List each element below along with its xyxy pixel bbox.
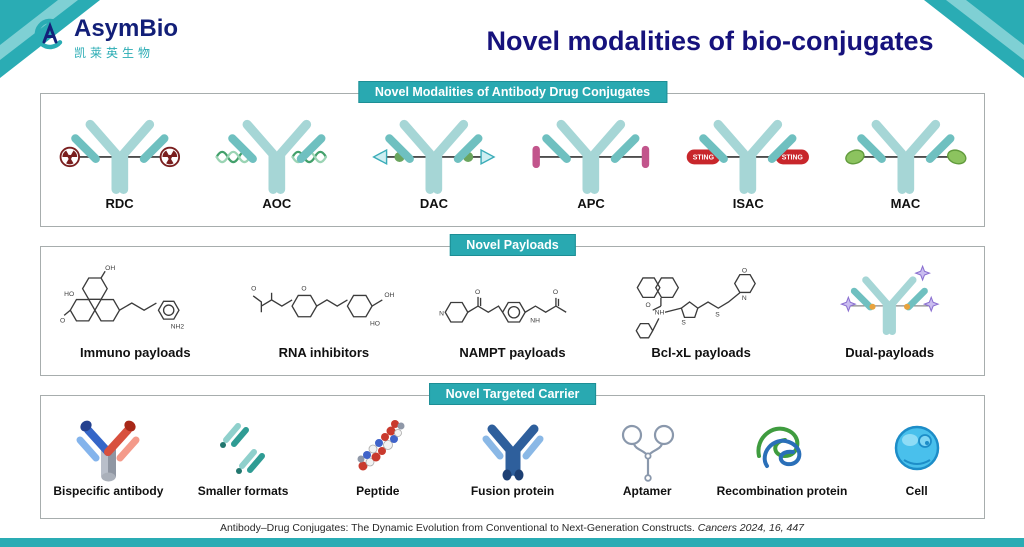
modality-apc: APC [513, 106, 670, 211]
carrier-label: Smaller formats [197, 484, 289, 498]
section-header-badge: Novel Payloads [449, 234, 576, 256]
atom-label: O [552, 289, 557, 296]
corner-decoration-top-left [0, 0, 100, 78]
apc-protein-antibody-icon [532, 106, 650, 194]
fusion-protein-icon [482, 424, 544, 481]
carrier-label: Aptamer [622, 484, 672, 498]
carrier-smaller-formats: Smaller formats [176, 410, 311, 498]
atom-label: N [439, 310, 444, 317]
logo-wordmark: AsymBio [74, 15, 179, 42]
payload-label: Dual-payloads [845, 345, 935, 360]
citation-journal: Cancers 2024, 16, 447 [697, 522, 805, 534]
rdc-radionuclide-antibody-icon [59, 106, 180, 194]
asymbio-logo: AsymBio 凯莱英生物 [32, 15, 179, 61]
citation-text: Antibody–Drug Conjugates: The Dynamic Ev… [219, 522, 695, 534]
dual-payload-antibody-icon [840, 265, 939, 343]
section-novel-payloads: Novel Payloads OH [40, 234, 985, 376]
atom-label: NH [655, 309, 665, 316]
atom-label: O [646, 302, 651, 309]
atom-label: S [715, 311, 720, 318]
modality-aoc: AOC [198, 106, 355, 211]
section-header-badge: Novel Modalities of Antibody Drug Conjug… [357, 81, 668, 103]
isac-sting-antibody-icon: STING STING [687, 106, 810, 194]
payloads-row: OH HO O NH2 Immuno payloads [41, 247, 984, 375]
modality-label: DAC [419, 196, 449, 211]
atom-label: N [742, 295, 747, 302]
section-adc-modalities: Novel Modalities of Antibody Drug Conjug… [40, 81, 985, 227]
atom-label: O [742, 267, 747, 274]
immuno-payload-structure-icon: OH HO O NH2 [60, 265, 185, 331]
atom-label: NH2 [171, 324, 185, 331]
citation: Antibody–Drug Conjugates: The Dynamic Ev… [0, 522, 1024, 534]
modality-isac: STING STING ISAC [670, 106, 827, 211]
modality-label: AOC [262, 196, 292, 211]
atom-label: HO [370, 321, 380, 328]
carrier-label: Peptide [356, 484, 400, 498]
payload-dual: Dual-payloads [795, 261, 984, 360]
modality-rdc: RDC [41, 106, 198, 211]
atom-label: OH [384, 292, 394, 299]
carrier-aptamer: Aptamer [580, 410, 715, 498]
modality-label: RDC [105, 196, 134, 211]
mac-molecule-antibody-icon [844, 106, 967, 194]
nampt-payload-structure-icon: N O NH O [439, 289, 567, 325]
sting-label-right: STING [782, 155, 803, 162]
asymbio-logo-mark-icon [34, 18, 66, 50]
payload-label: NAMPT payloads [459, 345, 566, 360]
corner-decoration-top-right [924, 0, 1024, 78]
smaller-formats-icon [220, 423, 266, 474]
bispecific-antibody-icon [76, 420, 140, 482]
atom-label: O [60, 318, 65, 325]
payload-label: Bcl-xL payloads [651, 345, 751, 360]
carrier-label: Fusion protein [470, 484, 555, 498]
section-header-badge: Novel Targeted Carrier [428, 383, 597, 405]
carrier-label: Recombination protein [716, 484, 848, 498]
payload-bclxl: NH O S S N O Bcl-xL payloads [607, 261, 796, 360]
aptamer-icon [622, 424, 675, 482]
modality-label: ISAC [732, 196, 764, 211]
carrier-recombination-protein: Recombination protein [715, 410, 850, 498]
carrier-bispecific-antibody: Bispecific antibody [41, 410, 176, 498]
payload-label: Immuno payloads [80, 345, 191, 360]
page-title: Novel modalities of bio-conjugates [486, 26, 934, 56]
modality-mac: MAC [827, 106, 984, 211]
section-targeted-carrier: Novel Targeted Carrier Bispe [40, 383, 985, 519]
bottom-accent-bar [0, 538, 1024, 547]
atom-label: OH [106, 265, 116, 272]
rna-inhibitor-structure-icon: O O OH HO [251, 286, 394, 328]
payload-label: RNA inhibitors [278, 345, 370, 360]
carrier-label: Cell [905, 484, 928, 498]
payload-rna: O O OH HO RNA inhibitors [230, 261, 419, 360]
atom-label: O [301, 286, 306, 293]
atom-label: S [682, 320, 687, 327]
payload-immuno: OH HO O NH2 Immuno payloads [41, 261, 230, 360]
atom-label: O [475, 289, 480, 296]
carrier-peptide: Peptide [310, 410, 445, 498]
payload-nampt: N O NH O NAMPT payloads [418, 261, 607, 360]
modality-dac: DAC [355, 106, 512, 211]
logo-subtitle-cn: 凯莱英生物 [74, 46, 155, 61]
modality-label: MAC [890, 196, 921, 211]
dac-degrader-antibody-icon [372, 106, 496, 194]
peptide-icon [357, 420, 405, 471]
aoc-oligonucleotide-antibody-icon [215, 106, 328, 194]
carriers-row: Bispecific antibody Smaller formats [41, 396, 984, 518]
adc-modalities-row: RDC AOC [41, 94, 984, 226]
atom-label: NH [530, 318, 540, 325]
cell-icon [894, 425, 939, 471]
atom-label: HO [65, 291, 75, 298]
recombination-protein-icon [756, 426, 802, 468]
carrier-cell: Cell [849, 410, 984, 498]
bclxl-payload-structure-icon: NH O S S N O [635, 267, 757, 339]
sting-label-left: STING [693, 155, 714, 162]
modality-label: APC [577, 196, 605, 211]
atom-label: O [251, 286, 256, 293]
carrier-label: Bispecific antibody [53, 484, 164, 498]
carrier-fusion-protein: Fusion protein [445, 410, 580, 498]
